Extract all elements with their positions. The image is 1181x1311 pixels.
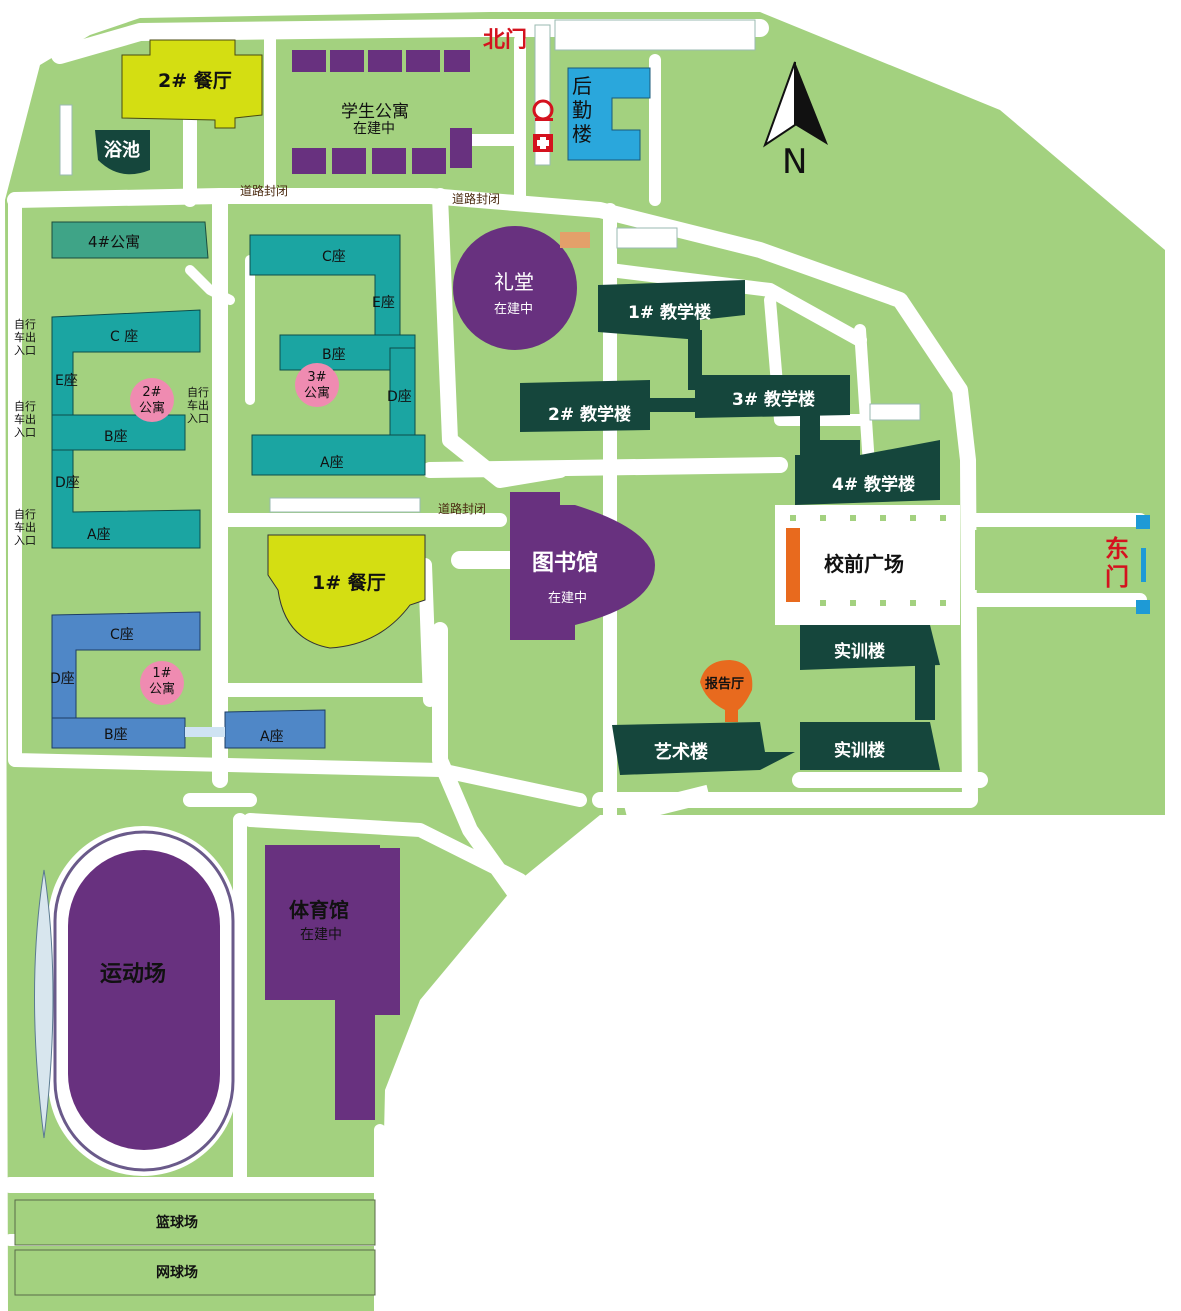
art-building[interactable] — [612, 722, 795, 775]
dining-hall-2[interactable] — [121, 39, 263, 129]
bathhouse[interactable] — [95, 130, 150, 175]
parking-southeast — [624, 784, 711, 823]
report-hall[interactable] — [700, 660, 753, 722]
apartment-1[interactable] — [51, 611, 326, 749]
east-gate-post-top — [1136, 515, 1150, 529]
apartment-3[interactable] — [249, 234, 426, 476]
plaza-area — [775, 505, 960, 625]
basketball-court[interactable] — [14, 1199, 376, 1246]
dining-hall-1[interactable] — [267, 534, 426, 649]
east-gate-post-bottom — [1136, 600, 1150, 614]
east-gate-post-mid — [1141, 548, 1146, 582]
student-apartment-blocks — [292, 50, 472, 174]
plaza-orange-bar — [786, 528, 800, 602]
auditorium[interactable] — [453, 226, 577, 350]
east-road-gap — [975, 530, 1145, 590]
teaching-buildings[interactable] — [520, 280, 940, 505]
apt1-badge — [140, 661, 184, 705]
apartment-4[interactable] — [51, 221, 209, 259]
parking-lots — [59, 19, 921, 513]
auditorium-stairs — [560, 232, 590, 248]
apt2-badge — [130, 378, 174, 422]
apartment-1-connector — [185, 727, 225, 737]
training-buildings[interactable] — [800, 625, 940, 770]
hospital-cross-icon — [533, 134, 553, 152]
north-arrow-icon — [763, 61, 828, 148]
library[interactable] — [510, 492, 655, 640]
stadium-field[interactable] — [68, 850, 220, 1150]
gymnasium[interactable] — [265, 845, 400, 1120]
apt3-badge — [295, 363, 339, 407]
tennis-court[interactable] — [14, 1249, 376, 1296]
logistics-building[interactable] — [567, 67, 651, 161]
plaza-dots — [790, 515, 946, 606]
apartment-2[interactable] — [51, 309, 201, 549]
stadium-stands — [34, 869, 54, 1139]
china-unicom-logo — [532, 99, 554, 121]
stadium-track — [53, 830, 235, 1172]
